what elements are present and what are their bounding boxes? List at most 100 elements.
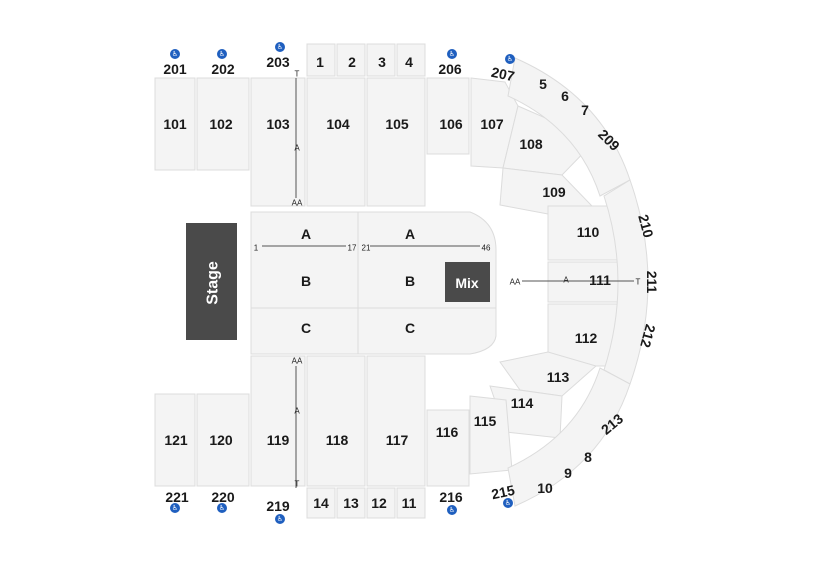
mark-seat-17: 17 — [348, 244, 357, 253]
section-116[interactable]: 116 — [436, 424, 459, 440]
mark-aa-111: AA — [510, 278, 521, 287]
section-9[interactable]: 9 — [564, 465, 572, 481]
section-116-shape[interactable] — [426, 409, 470, 487]
section-120[interactable]: 120 — [209, 432, 233, 448]
section-216[interactable]: 216 — [439, 489, 463, 505]
section-102-shape[interactable] — [196, 77, 250, 171]
section-118[interactable]: 118 — [326, 432, 349, 448]
section-12[interactable]: 12 — [371, 495, 387, 511]
aisle-lines — [262, 78, 634, 488]
section-119-shape[interactable] — [250, 355, 306, 487]
section-103[interactable]: 103 — [266, 116, 290, 132]
section-108[interactable]: 108 — [519, 136, 543, 152]
section-121[interactable]: 121 — [164, 432, 188, 448]
section-206[interactable]: 206 — [438, 61, 462, 77]
section-106-shape[interactable] — [426, 77, 470, 155]
section-115-shape[interactable] — [469, 395, 513, 475]
mark-t-103: T — [295, 70, 300, 79]
section-220[interactable]: 220 — [211, 489, 235, 505]
section-117-shape[interactable] — [366, 355, 426, 487]
section-101[interactable]: 101 — [163, 116, 187, 132]
section-13-shape[interactable] — [336, 487, 366, 519]
section-2-shape[interactable] — [336, 43, 366, 77]
section-102[interactable]: 102 — [209, 116, 233, 132]
section-113[interactable]: 113 — [547, 369, 570, 385]
floor-row-a-left[interactable]: A — [301, 226, 311, 242]
section-12-shape[interactable] — [366, 487, 396, 519]
section-212[interactable]: 212 — [637, 323, 659, 350]
floor-row-c-right[interactable]: C — [405, 320, 415, 336]
section-221[interactable]: 221 — [165, 489, 189, 505]
mix-position[interactable]: Mix — [445, 262, 490, 302]
section-203[interactable]: 203 — [266, 54, 290, 70]
section-2[interactable]: 2 — [348, 54, 356, 70]
svg-text:♿: ♿ — [449, 506, 455, 514]
section-3[interactable]: 3 — [378, 54, 386, 70]
section-113-shape[interactable] — [499, 351, 598, 397]
svg-text:♿: ♿ — [172, 504, 178, 512]
svg-text:♿: ♿ — [449, 50, 455, 58]
section-118-shape[interactable] — [306, 355, 366, 487]
section-10[interactable]: 10 — [537, 480, 553, 496]
section-4[interactable]: 4 — [405, 54, 413, 70]
section-117[interactable]: 117 — [386, 432, 409, 448]
floor-row-b-right[interactable]: B — [405, 273, 415, 289]
section-207[interactable]: 207 — [490, 64, 516, 85]
section-111[interactable]: 111 — [589, 272, 611, 288]
section-210[interactable]: 210 — [635, 213, 657, 240]
svg-text:♿: ♿ — [172, 50, 178, 58]
mark-aa-103: AA — [292, 199, 303, 208]
svg-text:♿: ♿ — [277, 515, 283, 523]
wheelchair-icon: ♿ — [503, 498, 513, 508]
section-8[interactable]: 8 — [584, 449, 592, 465]
floor-row-c-left[interactable]: C — [301, 320, 311, 336]
section-11-shape[interactable] — [396, 487, 426, 519]
section-110[interactable]: 110 — [577, 224, 600, 240]
wheelchair-icon: ♿ — [447, 49, 457, 59]
section-105[interactable]: 105 — [385, 116, 409, 132]
section-1-shape[interactable] — [306, 43, 336, 77]
section-215[interactable]: 215 — [490, 482, 516, 503]
section-5[interactable]: 5 — [539, 76, 547, 92]
floor-shape[interactable] — [250, 211, 497, 355]
section-121-shape[interactable] — [154, 393, 196, 487]
section-211[interactable]: 211 — [644, 271, 660, 294]
section-219[interactable]: 219 — [266, 498, 290, 514]
section-14[interactable]: 14 — [313, 495, 329, 511]
mark-a-111: A — [563, 276, 569, 285]
section-201[interactable]: 201 — [163, 61, 187, 77]
section-1[interactable]: 1 — [316, 54, 324, 70]
wheelchair-icon: ♿ — [275, 42, 285, 52]
lower-arc-shape — [507, 367, 631, 507]
section-101-shape[interactable] — [154, 77, 196, 171]
section-109[interactable]: 109 — [542, 184, 566, 200]
section-114[interactable]: 114 — [511, 395, 534, 411]
section-112[interactable]: 112 — [575, 330, 598, 346]
svg-text:♿: ♿ — [219, 50, 225, 58]
section-14-shape[interactable] — [306, 487, 336, 519]
wheelchair-icon: ♿ — [170, 49, 180, 59]
section-13[interactable]: 13 — [343, 495, 359, 511]
section-11[interactable]: 11 — [402, 495, 417, 511]
section-6[interactable]: 6 — [561, 88, 569, 104]
section-7[interactable]: 7 — [581, 102, 589, 118]
section-104-shape[interactable] — [306, 77, 366, 207]
section-107[interactable]: 107 — [480, 116, 504, 132]
section-103-shape[interactable] — [250, 77, 306, 207]
wheelchair-icon: ♿ — [447, 505, 457, 515]
section-105-shape[interactable] — [366, 77, 426, 207]
upper-arc-shape — [507, 57, 631, 197]
section-115[interactable]: 115 — [474, 413, 497, 429]
floor-row-b-left[interactable]: B — [301, 273, 311, 289]
section-104[interactable]: 104 — [326, 116, 350, 132]
section-202[interactable]: 202 — [211, 61, 235, 77]
stage[interactable]: Stage — [186, 223, 237, 340]
section-4-shape[interactable] — [396, 43, 426, 77]
section-119[interactable]: 119 — [267, 432, 290, 448]
svg-text:♿: ♿ — [277, 43, 283, 51]
section-120-shape[interactable] — [196, 393, 250, 487]
section-106[interactable]: 106 — [439, 116, 463, 132]
section-3-shape[interactable] — [366, 43, 396, 77]
floor-row-a-right[interactable]: A — [405, 226, 415, 242]
